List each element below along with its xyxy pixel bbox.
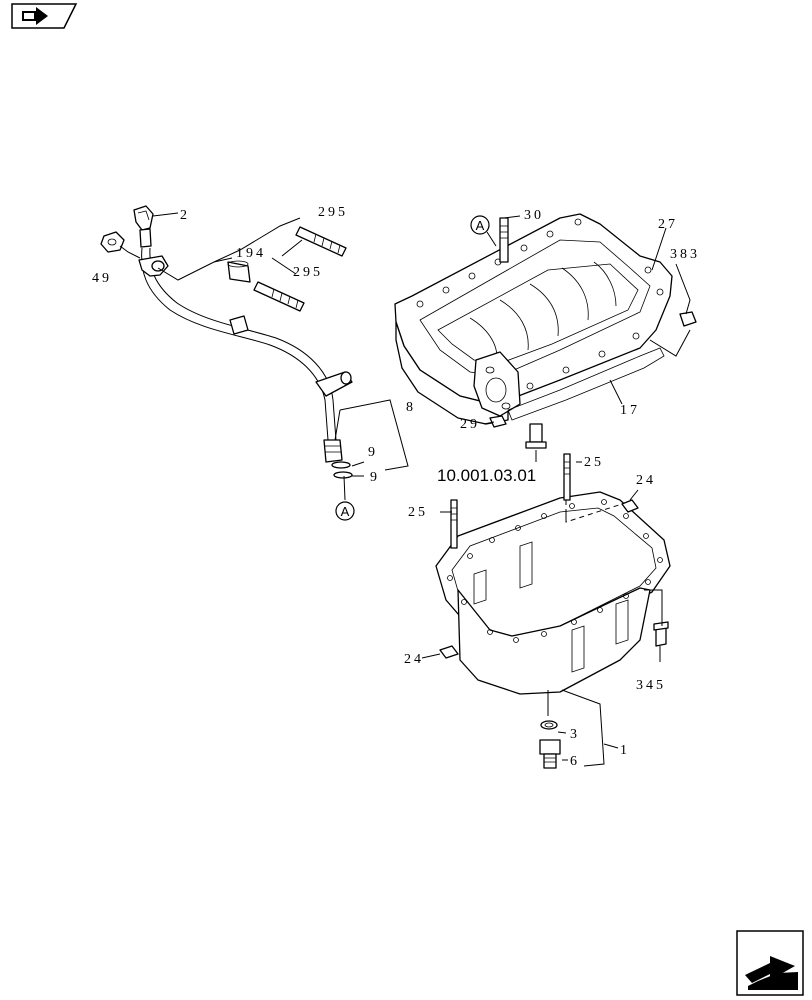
next-page-button[interactable]	[736, 930, 804, 996]
callout-1: 1	[620, 743, 630, 758]
svg-text:A: A	[341, 504, 350, 519]
callout-345: 345	[636, 678, 666, 693]
previous-page-arrow-icon	[22, 7, 48, 25]
callout-17: 17	[620, 403, 640, 418]
callout-25-right: 25	[584, 455, 604, 470]
previous-page-button[interactable]	[11, 3, 78, 29]
callout-27: 27	[658, 217, 678, 232]
bedplate-bolt-holes	[416, 218, 664, 390]
callout-383: 383	[670, 247, 700, 262]
callout-295-upper: 295	[318, 205, 348, 220]
leader-lines-right-top	[483, 215, 691, 462]
next-page-arrow-icon	[745, 956, 798, 990]
callout-295-lower: 295	[293, 265, 323, 280]
callout-8: 8	[406, 400, 416, 415]
dipstick-tube-assembly	[100, 205, 353, 479]
leader-lines-pan	[421, 461, 663, 767]
callout-2: 2	[180, 208, 190, 223]
callout-29: 29	[460, 417, 480, 432]
reference-link[interactable]: 10.001.03.01	[437, 466, 536, 485]
oil-pan	[435, 453, 671, 769]
bedplate-housing	[394, 213, 697, 449]
callout-9-upper: 9	[368, 445, 378, 460]
callout-24-left: 24	[404, 652, 424, 667]
callout-25-left: 25	[408, 505, 428, 520]
svg-text:A: A	[476, 218, 485, 233]
callout-3: 3	[570, 727, 580, 742]
callout-24-right: 24	[636, 473, 656, 488]
callout-49: 49	[92, 271, 112, 286]
part-callouts: 2 49 194 295 295 8 9 9 30 27 383 17 29 2…	[92, 205, 700, 769]
callout-194: 194	[236, 246, 266, 261]
circle-marker-bottom: A	[335, 501, 355, 521]
pan-bolt-holes	[447, 499, 663, 643]
callout-6: 6	[570, 754, 580, 769]
callout-30: 30	[524, 208, 544, 223]
leader-lines-left	[119, 212, 409, 501]
circle-marker-top: A	[470, 215, 490, 235]
callout-9-lower: 9	[370, 470, 380, 485]
